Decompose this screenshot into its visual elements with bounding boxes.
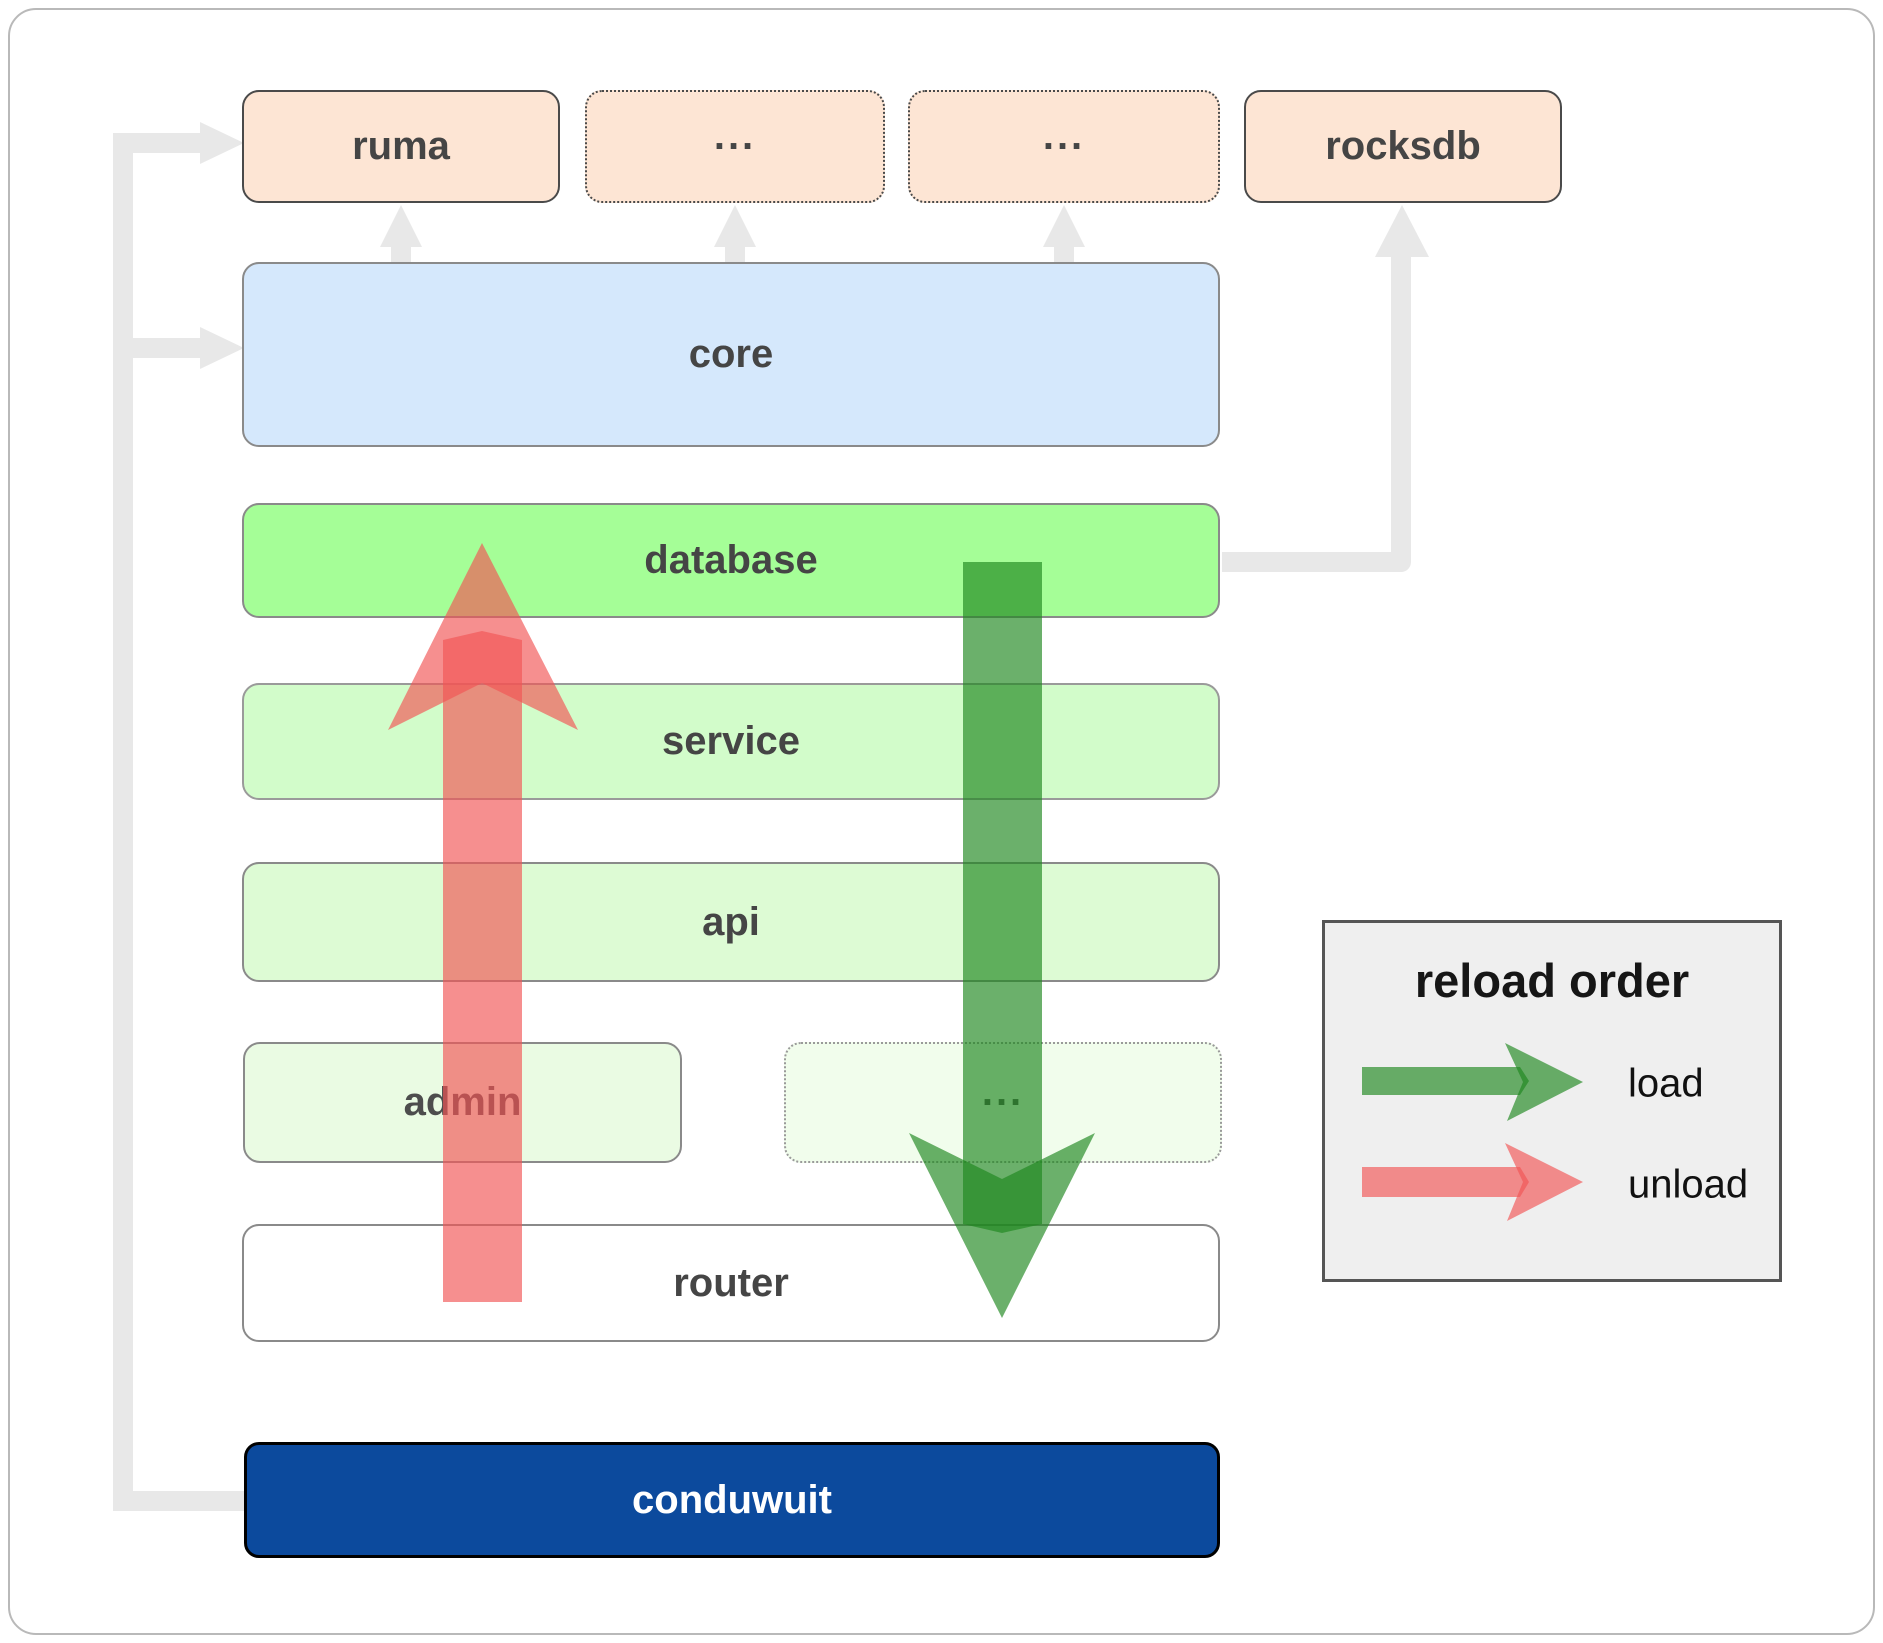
- outer-frame: [8, 8, 1875, 1635]
- node-database: database: [242, 503, 1220, 618]
- node-admin: admin: [243, 1042, 682, 1163]
- node-ruma-label: ruma: [352, 124, 450, 168]
- node-ellipsis-top-2-label: ...: [1042, 114, 1086, 158]
- node-core-label: core: [688, 332, 774, 376]
- legend-title: reload order: [1414, 954, 1690, 1007]
- legend-reload-order: reload order load unload: [1322, 920, 1782, 1282]
- node-conduwuit-label: conduwuit: [632, 1477, 832, 1522]
- node-database-label: database: [644, 538, 818, 582]
- node-api: api: [242, 862, 1220, 982]
- legend-load-label: load: [1628, 1061, 1704, 1106]
- node-ellipsis-modules: ...: [784, 1042, 1222, 1163]
- node-conduwuit: conduwuit: [244, 1442, 1220, 1558]
- node-router-label: router: [673, 1260, 789, 1305]
- legend-unload-label: unload: [1628, 1162, 1749, 1207]
- node-ellipsis-modules-label: ...: [981, 1070, 1025, 1114]
- node-rocksdb-label: rocksdb: [1325, 124, 1481, 168]
- node-admin-label: admin: [403, 1080, 522, 1124]
- node-router: router: [242, 1224, 1220, 1342]
- node-ellipsis-top-1: ...: [585, 90, 885, 203]
- node-ruma: ruma: [242, 90, 560, 203]
- node-service-label: service: [662, 719, 800, 763]
- node-ellipsis-top-2: ...: [908, 90, 1220, 203]
- node-ellipsis-top-1-label: ...: [713, 114, 757, 158]
- node-service: service: [242, 683, 1220, 800]
- node-core: core: [242, 262, 1220, 447]
- node-rocksdb: rocksdb: [1244, 90, 1562, 203]
- node-api-label: api: [702, 899, 760, 944]
